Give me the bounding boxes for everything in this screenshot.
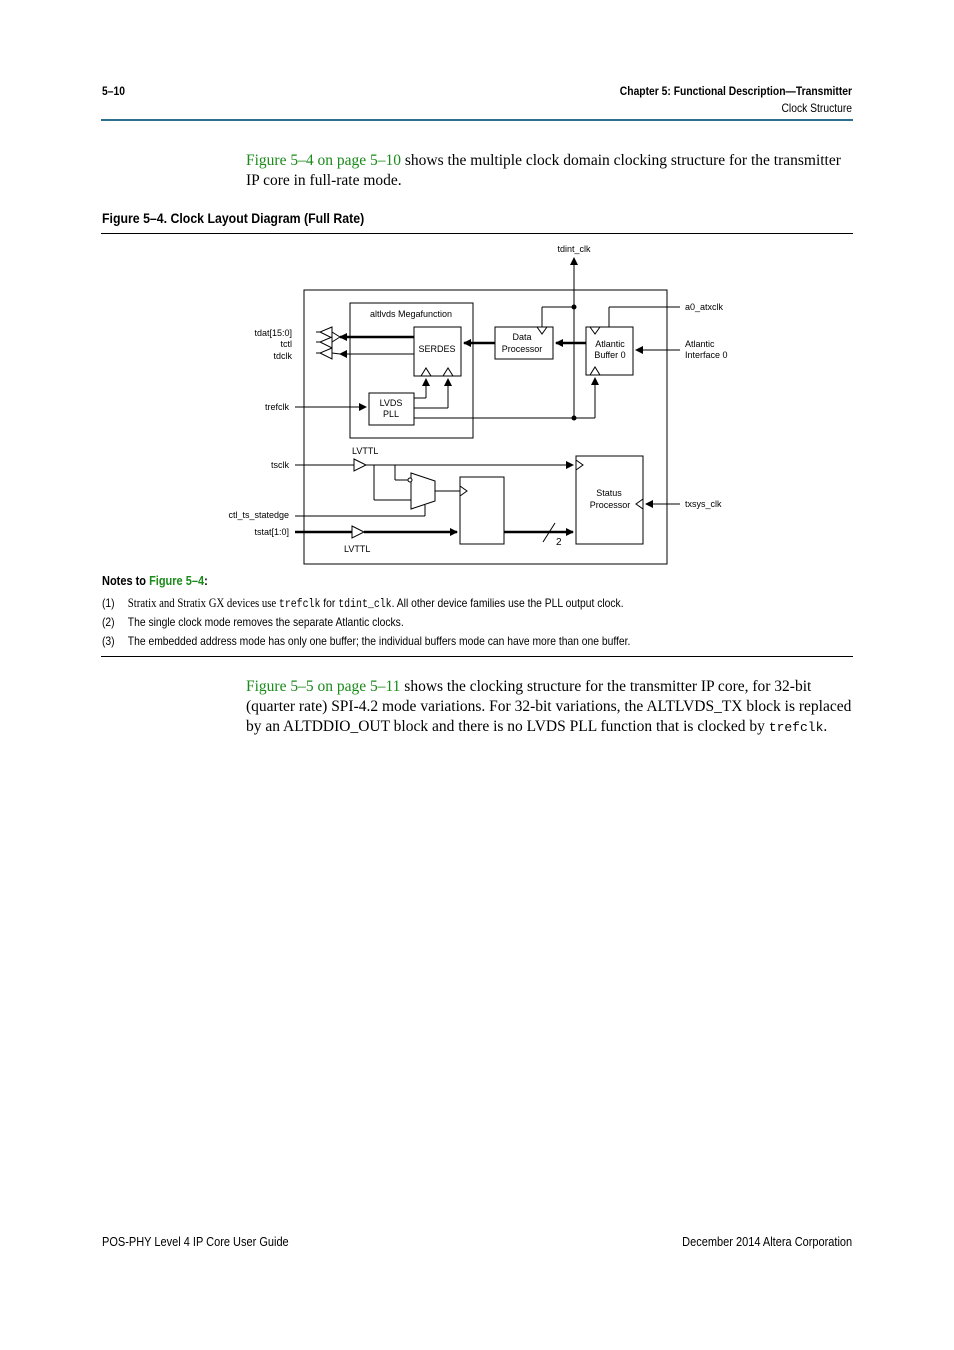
body-paragraph-2: Figure 5–5 on page 5–11 shows the clocki… <box>246 678 852 735</box>
label-serdes: SERDES <box>418 344 455 354</box>
footer-doc-title: POS-PHY Level 4 IP Core User Guide <box>102 1235 289 1249</box>
section-title: Clock Structure <box>781 101 852 115</box>
label-status-processor-1: Status <box>596 488 622 498</box>
label-data-processor-2: Processor <box>502 344 543 354</box>
note-1: (1)Stratix and Stratix GX devices use tr… <box>102 596 624 611</box>
chapter-title: Chapter 5: Functional Description—Transm… <box>619 84 852 98</box>
figure-5-4-link[interactable]: Figure 5–4 on page 5–10 <box>246 152 401 169</box>
label-status-processor-2: Processor <box>590 500 631 510</box>
notes-bottom-rule <box>101 656 853 657</box>
label-ctl-ts-statedge: ctl_ts_statedge <box>228 510 289 520</box>
figure-title: Figure 5–4. Clock Layout Diagram (Full R… <box>102 210 365 226</box>
status-processor-box <box>575 455 644 545</box>
outer-frame <box>303 289 668 565</box>
label-tctl: tctl <box>280 339 292 349</box>
notes-title: Notes to Figure 5–4: <box>102 574 208 588</box>
megafunction-box <box>349 302 474 439</box>
label-tdat: tdat[15:0] <box>254 328 292 338</box>
figure-5-5-link[interactable]: Figure 5–5 on page 5–11 <box>246 678 401 695</box>
label-lvds-pll-2: PLL <box>383 409 399 419</box>
footer-date-company: December 2014 Altera Corporation <box>682 1235 852 1249</box>
label-lvttl-top: LVTTL <box>352 446 378 456</box>
page-number: 5–10 <box>102 84 125 98</box>
figure-top-rule <box>101 233 853 234</box>
label-atlantic-buffer-2: Buffer 0 <box>594 350 625 360</box>
label-tsclk: tsclk <box>271 460 290 470</box>
label-bus-width: 2 <box>556 537 562 548</box>
label-txsys-clk: txsys_clk <box>685 499 722 509</box>
label-atlantic-interface-2: Interface 0 <box>685 350 728 360</box>
label-tdint-clk: tdint_clk <box>557 244 591 254</box>
serdes-box <box>413 326 462 377</box>
label-a0-atxclk: a0_atxclk <box>685 302 724 312</box>
register-box <box>459 476 505 545</box>
intro-paragraph: Figure 5–4 on page 5–10 shows the multip… <box>246 151 856 191</box>
note-3: (3)The embedded address mode has only on… <box>102 634 631 648</box>
notes-figure-link[interactable]: Figure 5–4 <box>149 574 205 588</box>
lvds-pll-box <box>368 392 415 426</box>
label-data-processor-1: Data <box>512 332 531 342</box>
label-tdclk: tdclk <box>273 351 292 361</box>
label-lvttl-bottom: LVTTL <box>344 544 370 554</box>
header-rule <box>101 119 853 121</box>
label-trefclk: trefclk <box>265 402 290 412</box>
label-tstat: tstat[1:0] <box>254 527 289 537</box>
label-atlantic-interface-1: Atlantic <box>685 339 715 349</box>
intro-text: shows the multiple clock domain clocking… <box>246 152 841 189</box>
clock-layout-diagram: tdint_clk a0_atxclk altlvds Megafunction… <box>228 244 728 565</box>
label-atlantic-buffer-1: Atlantic <box>595 339 625 349</box>
label-lvds-pll-1: LVDS <box>380 398 403 408</box>
note-2: (2)The single clock mode removes the sep… <box>102 615 404 629</box>
label-megafunction: altlvds Megafunction <box>370 309 452 319</box>
